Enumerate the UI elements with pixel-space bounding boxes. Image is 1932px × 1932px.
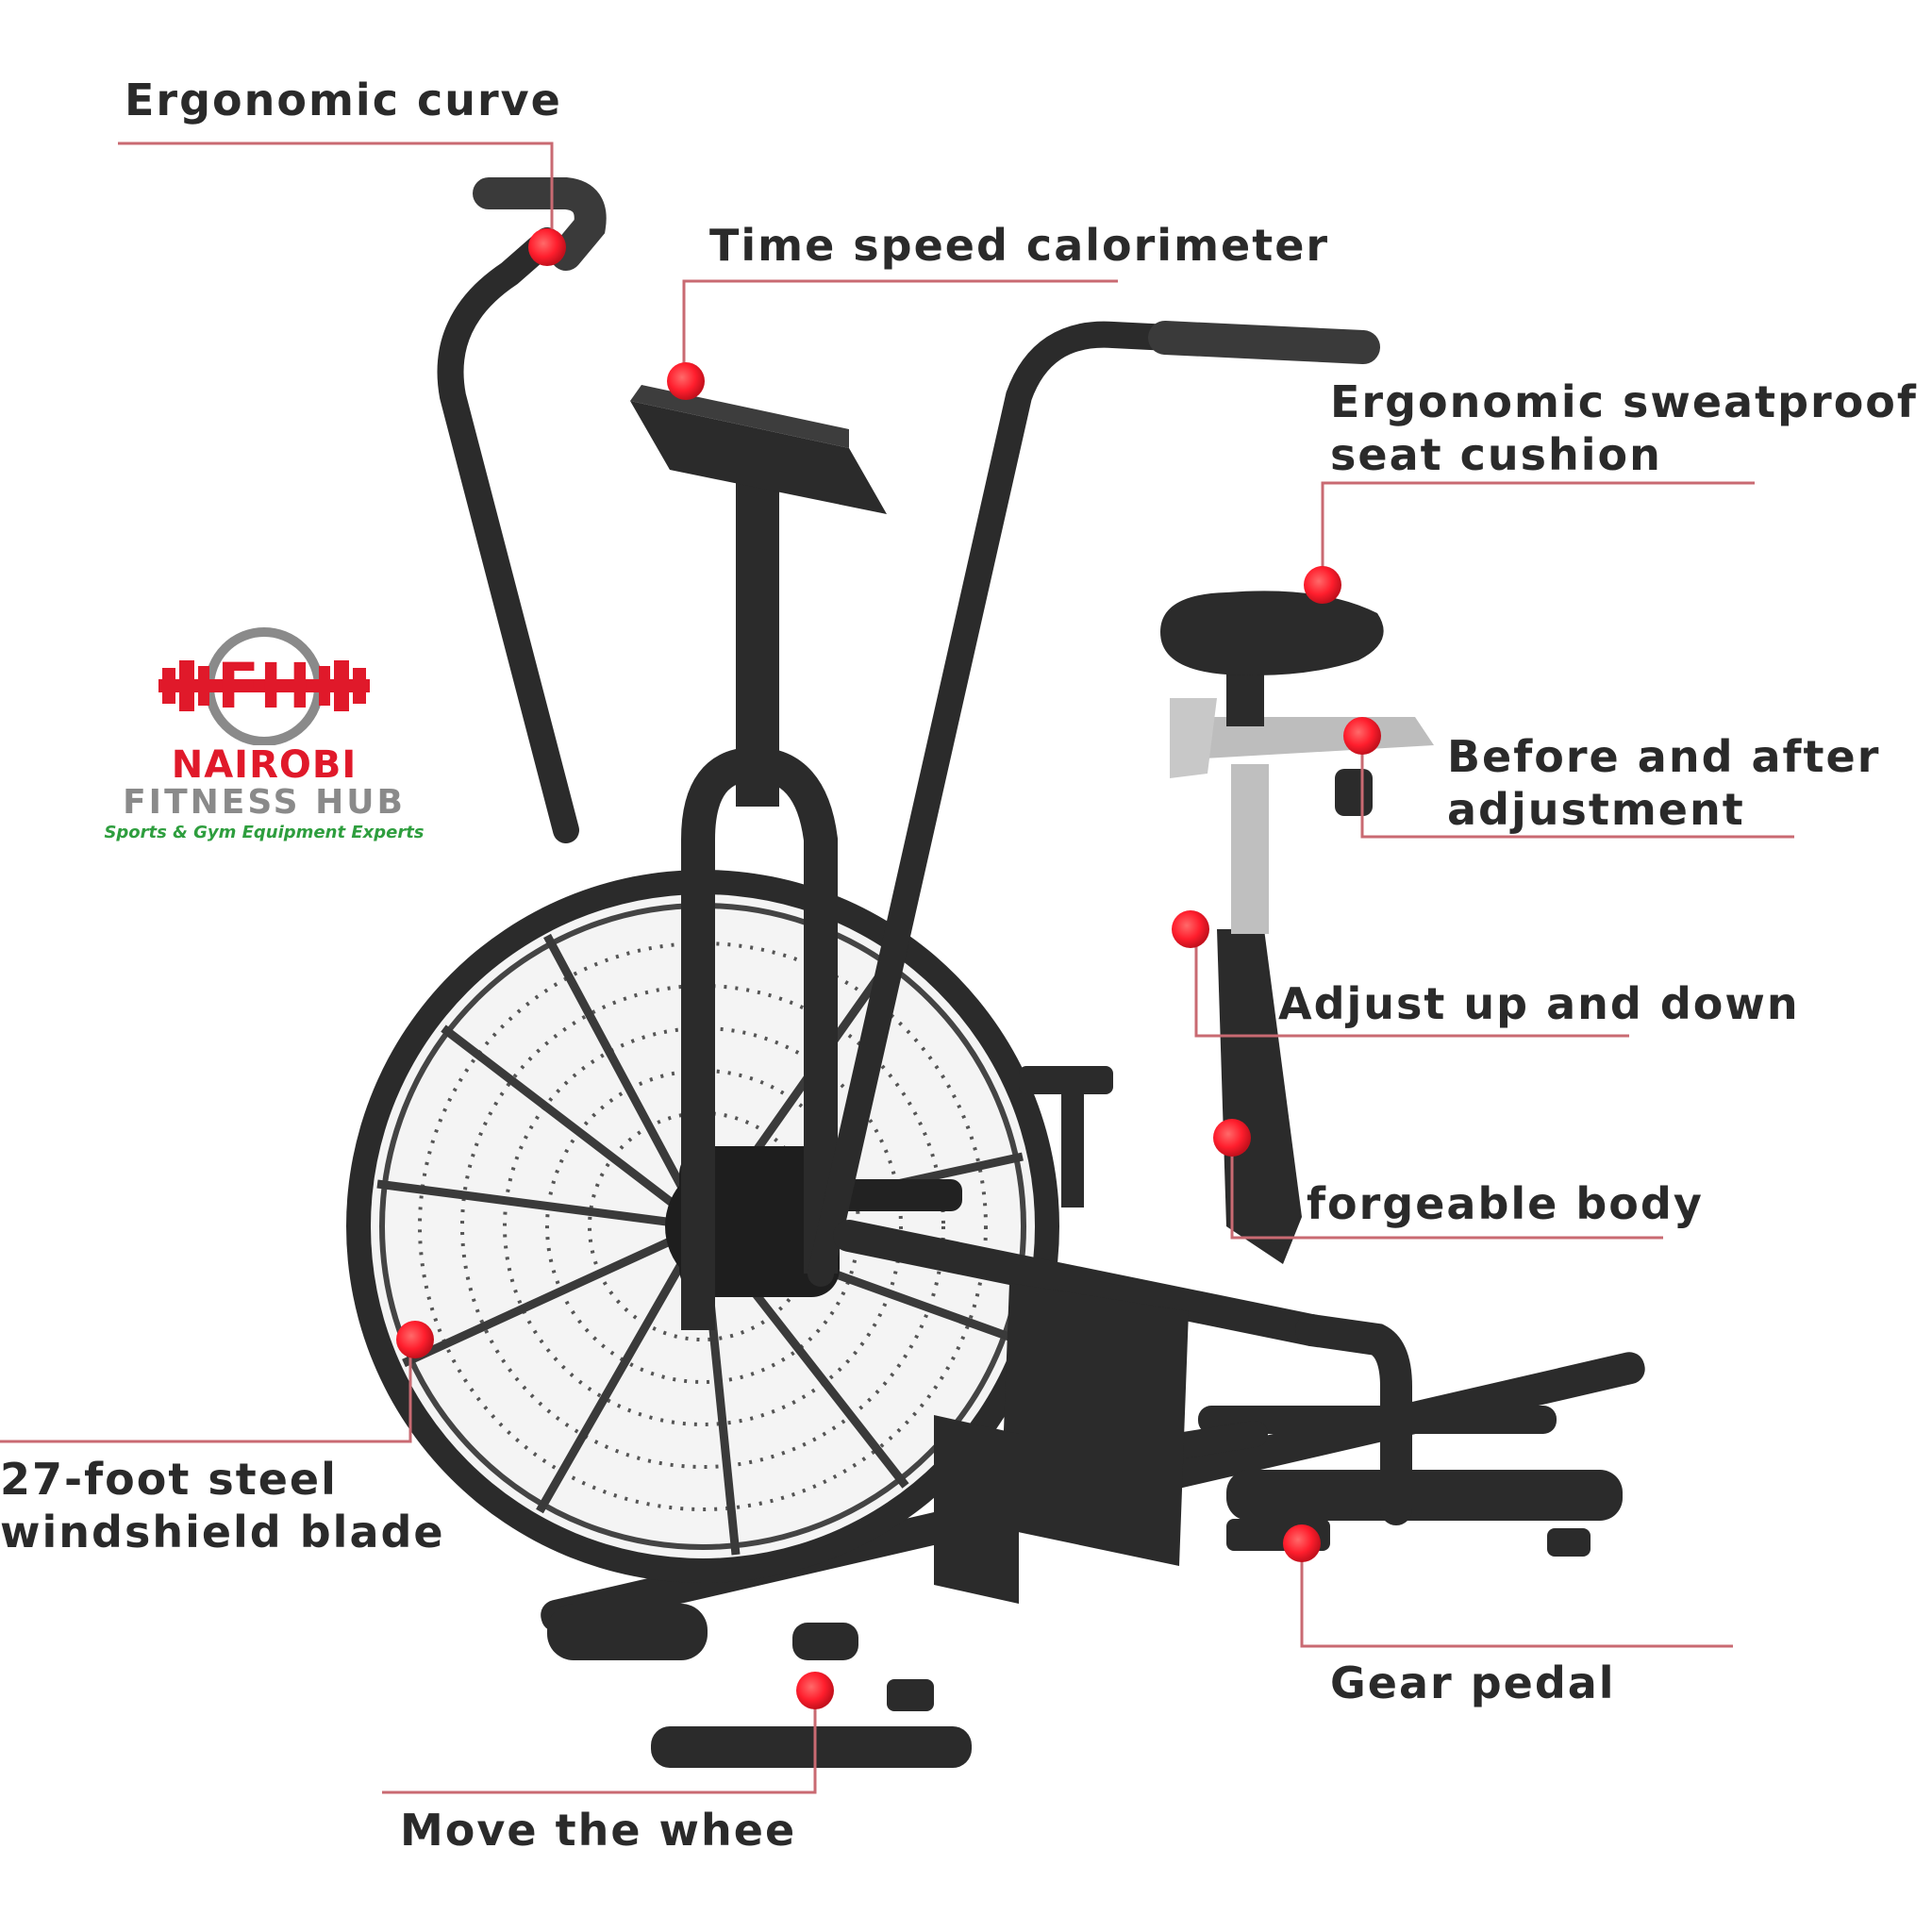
label-gear-pedal: Gear pedal bbox=[1330, 1657, 1616, 1708]
logo-name-line2: FITNESS HUB bbox=[123, 783, 406, 822]
marker-forgeable-body bbox=[1213, 1119, 1251, 1157]
label-ergonomic-curve: Ergonomic curve bbox=[125, 75, 562, 125]
callout-line-windshield-blade bbox=[0, 1340, 412, 1443]
label-seat-cushion: Ergonomic sweatproof seat cushion bbox=[1330, 376, 1918, 480]
marker-windshield-blade bbox=[396, 1321, 434, 1358]
callout-line-before-after bbox=[1360, 741, 1794, 839]
seat-assembly bbox=[1160, 591, 1434, 1264]
callout-line-gear-pedal bbox=[1300, 1547, 1733, 1648]
barbell-logo-icon: FH bbox=[158, 627, 370, 745]
callout-line-time-speed-calorimeter bbox=[682, 279, 1118, 377]
logo-name-line1: NAIROBI bbox=[171, 743, 358, 787]
marker-adjust-up-down bbox=[1172, 910, 1209, 948]
label-forgeable-body: forgeable body bbox=[1307, 1178, 1704, 1229]
label-windshield-blade: 27-foot steel windshield blade bbox=[0, 1454, 445, 1557]
callout-line-move-whee bbox=[382, 1693, 817, 1794]
left-handle-arm bbox=[437, 177, 607, 843]
callout-lines bbox=[0, 142, 1794, 1794]
marker-move-whee bbox=[796, 1672, 834, 1709]
air-bike-illustration bbox=[346, 177, 1645, 1768]
callout-line-forgeable-body bbox=[1230, 1141, 1663, 1240]
marker-before-after bbox=[1343, 717, 1381, 755]
right-handle-arm bbox=[808, 321, 1380, 1287]
callout-line-adjust-up-down bbox=[1194, 934, 1629, 1038]
drive-housing bbox=[934, 1283, 1189, 1604]
brand-logo: FH NAIROBI FITNESS HUB Sports & Gym Equi… bbox=[94, 623, 434, 849]
logo-monogram: FH bbox=[217, 650, 311, 723]
console bbox=[630, 385, 887, 807]
logo-tagline: Sports & Gym Equipment Experts bbox=[104, 823, 425, 842]
label-adjust-up-down: Adjust up and down bbox=[1278, 978, 1800, 1029]
marker-ergonomic-curve bbox=[528, 228, 566, 266]
callout-line-seat-cushion bbox=[1321, 481, 1755, 585]
callout-markers bbox=[396, 228, 1381, 1709]
marker-gear-pedal bbox=[1283, 1524, 1321, 1562]
label-move-the-whee: Move the whee bbox=[400, 1805, 797, 1856]
marker-time-speed-calorimeter bbox=[667, 362, 705, 400]
callout-line-ergonomic-curve bbox=[118, 142, 554, 243]
label-before-after-adjustment: Before and after adjustment bbox=[1447, 731, 1881, 835]
marker-seat-cushion bbox=[1304, 566, 1341, 604]
label-time-speed-calorimeter: Time speed calorimeter bbox=[709, 220, 1330, 271]
